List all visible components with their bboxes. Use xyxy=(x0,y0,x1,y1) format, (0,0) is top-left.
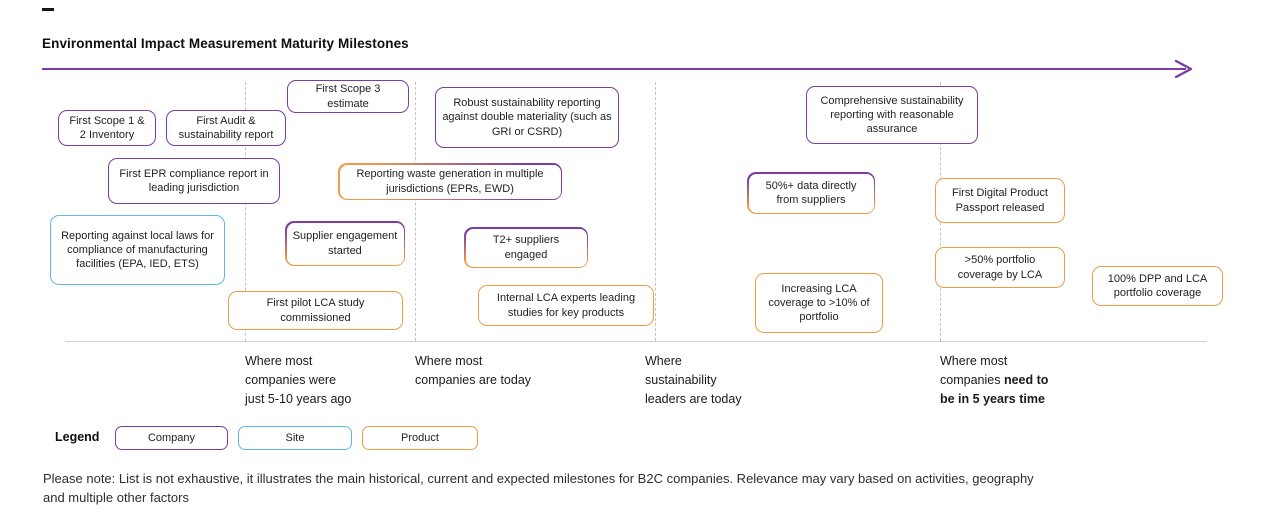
milestone-reporting-against-local-laws: Reporting against local laws for complia… xyxy=(50,215,225,285)
milestone-label: T2+ suppliers engaged xyxy=(492,234,560,261)
timeline-arrow-icon xyxy=(42,59,1193,79)
divider-dashed-3 xyxy=(655,82,656,341)
milestone-100pct-dpp-lca-coverage: 100% DPP and LCA portfolio coverage xyxy=(1092,266,1223,306)
stage-label-5-10-years-ago: Where most companies were just 5-10 year… xyxy=(245,354,352,406)
timeline-baseline xyxy=(65,341,1207,342)
milestone-first-audit-sustainability-report: First Audit & sustainability report xyxy=(166,110,286,146)
milestone-reporting-waste-generation: Reporting waste generation in multiple j… xyxy=(338,163,562,200)
milestone-label: >50% portfolio coverage by LCA xyxy=(957,254,1043,281)
stage-label-5-years-time: Where most companies need to be in 5 yea… xyxy=(940,354,1049,406)
milestone-comprehensive-sustainability-reporting: Comprehensive sustainability reporting w… xyxy=(806,86,978,144)
milestone-50pct-data-from-suppliers: 50%+ data directly from suppliers xyxy=(747,172,875,214)
legend-title: Legend xyxy=(55,430,100,444)
milestone-increasing-lca-coverage: Increasing LCA coverage to >10% of portf… xyxy=(755,273,883,333)
footnote: Please note: List is not exhaustive, it … xyxy=(43,471,1034,505)
legend-item-site: Site xyxy=(238,426,352,450)
milestone-label: Reporting waste generation in multiple j… xyxy=(356,168,544,195)
milestone-robust-sustainability-reporting: Robust sustainability reporting against … xyxy=(435,87,619,148)
milestone-label: Robust sustainability reporting against … xyxy=(442,97,612,138)
page-title: Environmental Impact Measurement Maturit… xyxy=(42,36,409,51)
milestone-50pct-portfolio-coverage-lca: >50% portfolio coverage by LCA xyxy=(935,247,1065,288)
divider-dashed-1 xyxy=(245,82,246,341)
divider-dashed-2 xyxy=(415,82,416,341)
milestone-label: Increasing LCA coverage to >10% of portf… xyxy=(768,282,870,324)
milestone-label: Supplier engagement started xyxy=(292,230,398,257)
milestone-label: 100% DPP and LCA portfolio coverage xyxy=(1107,272,1208,299)
milestone-label: First EPR compliance report in leading j… xyxy=(119,167,269,194)
legend-item-company: Company xyxy=(115,426,228,450)
milestone-first-scope-1-2-inventory: First Scope 1 & 2 Inventory xyxy=(58,110,156,146)
milestone-supplier-engagement-started: Supplier engagement started xyxy=(285,221,405,266)
milestone-label: First Scope 1 & 2 Inventory xyxy=(69,114,145,141)
stage-label-leaders-today: Where sustainability leaders are today xyxy=(645,354,742,406)
milestone-label: Internal LCA experts leading studies for… xyxy=(496,292,636,319)
milestone-internal-lca-experts: Internal LCA experts leading studies for… xyxy=(478,285,654,326)
stage-label-today: Where most companies are today xyxy=(415,354,532,387)
milestone-label: Reporting against local laws for complia… xyxy=(61,229,214,271)
legend-item-product: Product xyxy=(362,426,478,450)
top-left-dash xyxy=(42,8,54,11)
milestone-label: First Digital Product Passport released xyxy=(952,187,1048,214)
milestone-first-epr-compliance-report: First EPR compliance report in leading j… xyxy=(108,158,280,204)
milestone-label: First Audit & sustainability report xyxy=(178,114,274,141)
milestone-label: First pilot LCA study commissioned xyxy=(266,297,365,324)
milestone-first-pilot-lca-study: First pilot LCA study commissioned xyxy=(228,291,403,330)
milestone-label: 50%+ data directly from suppliers xyxy=(765,179,857,206)
milestone-label: First Scope 3 estimate xyxy=(315,83,381,110)
milestone-first-digital-product-passport: First Digital Product Passport released xyxy=(935,178,1065,223)
milestone-label: Comprehensive sustainability reporting w… xyxy=(820,94,964,136)
milestone-t2-suppliers-engaged: T2+ suppliers engaged xyxy=(464,227,588,268)
milestone-first-scope-3-estimate: First Scope 3 estimate xyxy=(287,80,409,113)
